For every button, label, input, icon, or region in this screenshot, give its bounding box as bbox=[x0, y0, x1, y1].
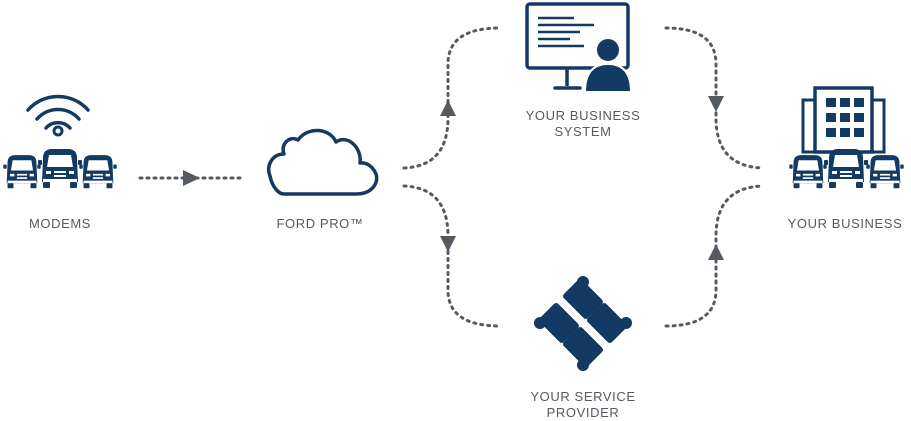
arrow-head bbox=[440, 100, 456, 116]
label-business-system: YOUR BUSINESS SYSTEM bbox=[525, 108, 641, 139]
connector-fordpro-service-provider bbox=[402, 184, 502, 328]
label-your-business: YOUR BUSINESS bbox=[787, 216, 903, 231]
label-ford-pro: FORD PRO™ bbox=[276, 216, 364, 231]
arrow-head bbox=[440, 236, 456, 252]
arrow-head bbox=[183, 170, 200, 186]
label-service-provider: YOUR SERVICE PROVIDER bbox=[530, 389, 636, 420]
arrow-head bbox=[708, 96, 724, 112]
computer-user-icon bbox=[525, 2, 633, 93]
label-modems: MODEMS bbox=[28, 216, 92, 231]
connector-business-system-your-business bbox=[664, 26, 764, 170]
connector-fordpro-business-system bbox=[402, 26, 502, 170]
arrow-head bbox=[708, 244, 724, 260]
cloud-icon bbox=[267, 128, 379, 196]
vans-with-wifi-icon bbox=[3, 94, 117, 189]
connector-service-provider-your-business bbox=[664, 184, 764, 328]
building-with-vans-icon bbox=[789, 86, 904, 189]
puzzle-icon bbox=[534, 276, 632, 371]
